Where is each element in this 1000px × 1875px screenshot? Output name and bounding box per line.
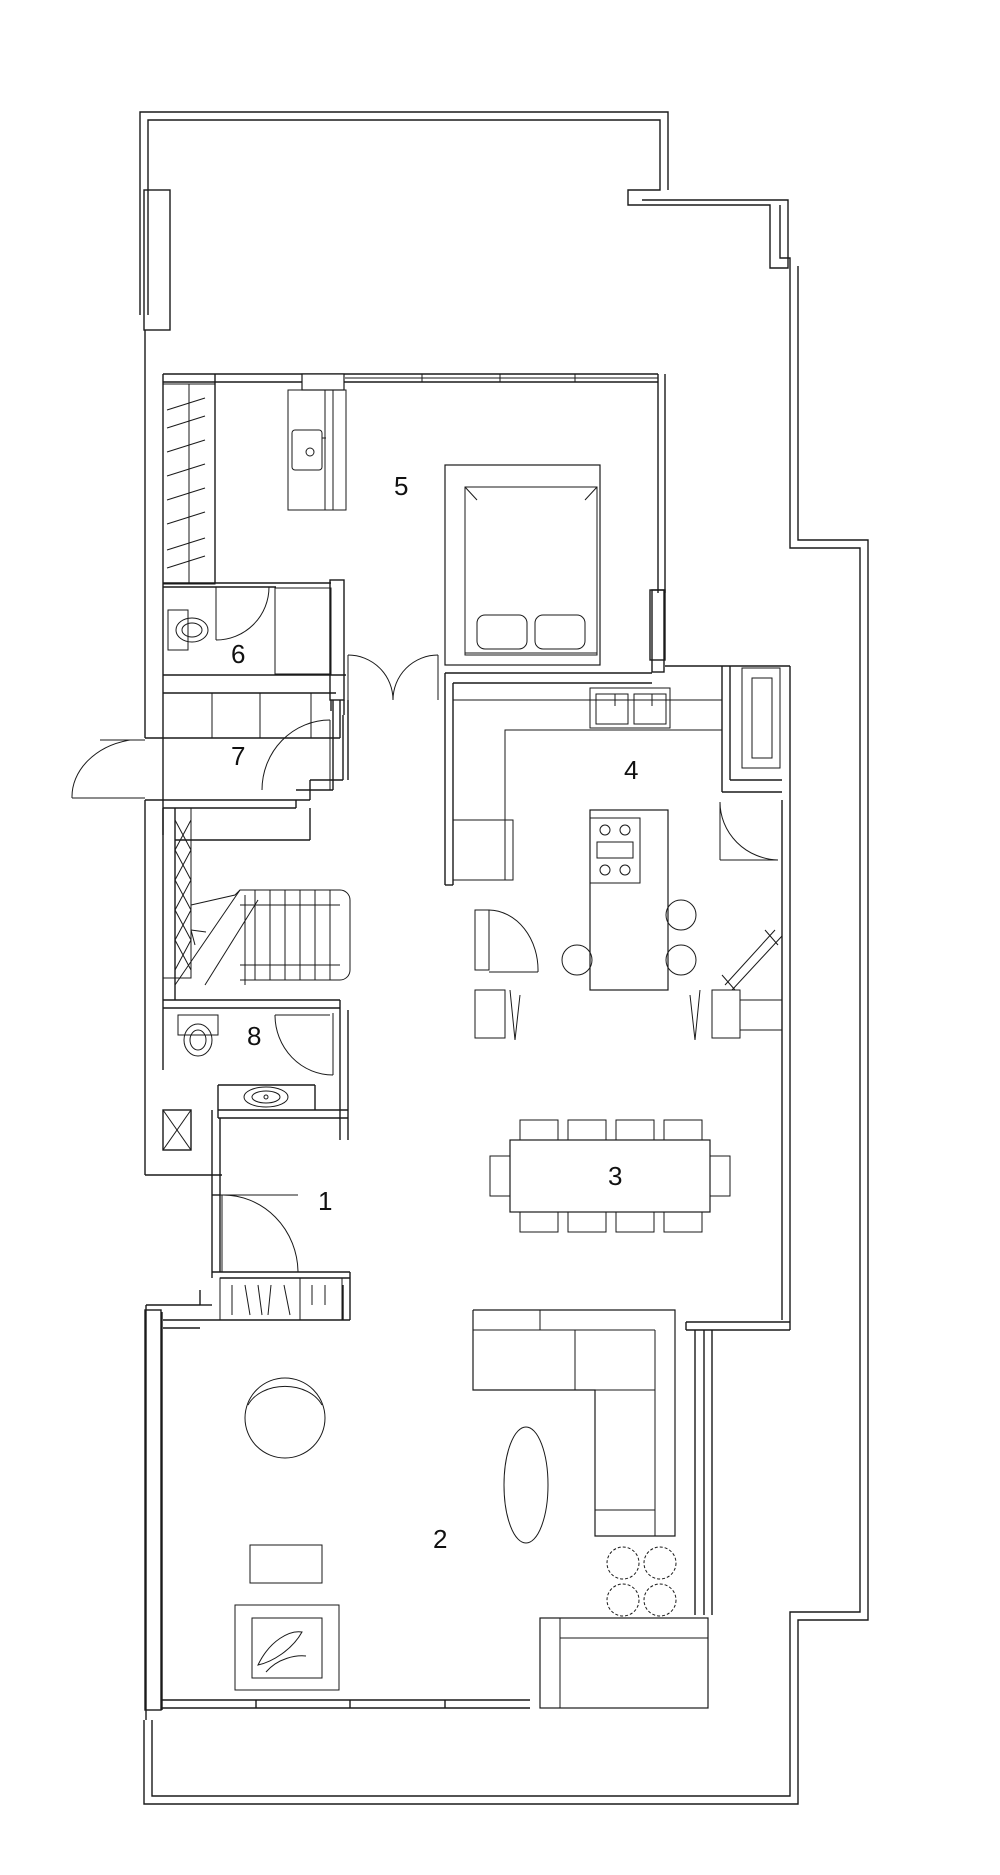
sofa-icon <box>472 1309 676 1537</box>
room-label-1: 1 <box>318 1186 332 1216</box>
room-label-5: 5 <box>394 471 408 501</box>
counter-bench <box>474 989 783 1041</box>
room-label-3: 3 <box>608 1161 622 1191</box>
dining-table <box>489 1119 731 1233</box>
toilet-icon-bath-8 <box>177 1014 219 1057</box>
door-entrance[interactable] <box>71 739 145 799</box>
bath-cabinet <box>274 587 332 675</box>
room-label-2: 2 <box>433 1524 447 1554</box>
room-label-8: 8 <box>247 1021 261 1051</box>
wardrobe <box>162 383 216 585</box>
side-table <box>249 1544 323 1584</box>
room-label-7: 7 <box>231 741 245 771</box>
washbasin-icon <box>243 1086 289 1108</box>
sink-icon <box>287 389 347 511</box>
terrace-outline <box>139 111 869 1805</box>
kitchen-counter <box>452 699 723 881</box>
shoe-cabinet <box>219 1277 343 1321</box>
armchair-square <box>234 1604 340 1691</box>
utility-cabinets <box>162 692 312 739</box>
door-kitchen[interactable] <box>719 801 779 861</box>
armchair-round <box>244 1377 326 1459</box>
ladder-icon <box>721 929 783 991</box>
room-label-4: 4 <box>624 755 638 785</box>
fridge-icon <box>741 667 781 769</box>
coffee-table <box>503 1426 549 1544</box>
door-room-7[interactable] <box>261 719 331 791</box>
console-sofa <box>539 1617 709 1709</box>
kitchen-island <box>561 809 697 991</box>
door-bath-8[interactable] <box>274 1013 334 1076</box>
toilet-icon <box>167 609 209 651</box>
pantry-door[interactable] <box>474 909 539 973</box>
bed-icon <box>444 464 601 666</box>
double-sink-icon <box>589 687 671 729</box>
door-bedroom[interactable] <box>347 654 439 701</box>
door-main[interactable] <box>211 1194 299 1273</box>
room-label-6: 6 <box>231 639 245 669</box>
plants-icon <box>606 1546 677 1617</box>
bedroom-window <box>301 373 658 391</box>
staircase <box>162 807 351 986</box>
door-bath-6[interactable] <box>215 586 270 641</box>
